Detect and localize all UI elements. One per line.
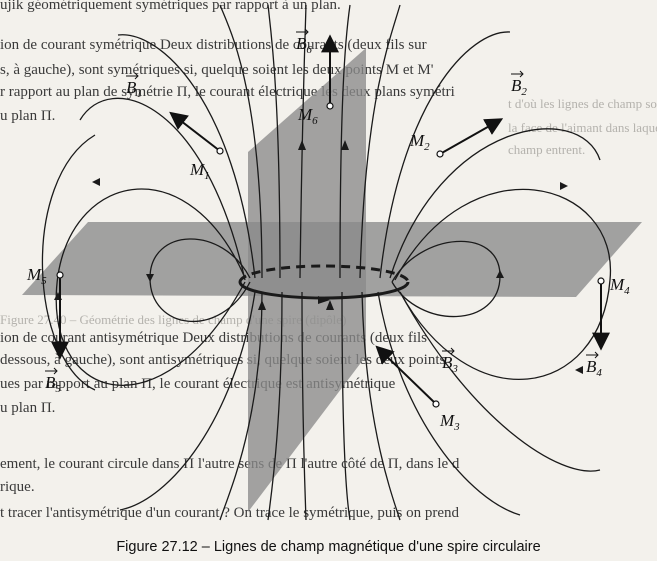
point-M3 — [432, 400, 440, 408]
background-text-line-8: u plan Π. — [0, 400, 56, 416]
field-line — [79, 97, 246, 281]
field-line — [267, 4, 281, 279]
field-line — [379, 31, 511, 279]
background-text-line-4: u plan Π. — [0, 108, 56, 124]
background-text-line-10: rique. — [0, 479, 35, 495]
field-line — [299, 4, 307, 279]
point-M1 — [216, 147, 224, 155]
point-M4 — [597, 277, 605, 285]
vector-B1 — [169, 111, 221, 152]
ghost-text-1: t d'où les lignes de champ sortent — [508, 96, 657, 111]
ghost-text-2: la face de l'aimant dans laquelle — [508, 120, 657, 135]
field-line — [359, 4, 401, 279]
label-M5: M5 — [26, 265, 47, 287]
field-line — [119, 291, 256, 511]
vector-B2 — [439, 118, 504, 155]
point-M2 — [436, 150, 444, 158]
field-line — [219, 4, 263, 279]
label-M1: M1 — [189, 160, 210, 182]
current-loop-front — [238, 281, 410, 300]
field-line — [267, 291, 283, 521]
label-B5: B5 — [45, 373, 61, 395]
label-M2: M2 — [409, 131, 430, 153]
vector-labels: B1 B2 B3 B4 B5 B6 — [45, 28, 602, 395]
field-line — [301, 291, 307, 521]
label-B3: B3 — [442, 353, 458, 375]
label-B1: B1 — [126, 78, 142, 100]
field-line — [339, 4, 351, 279]
background-text-line-11: t tracer l'antisymétrique d'un courant ?… — [0, 505, 460, 521]
field-line — [219, 291, 263, 521]
point-M6 — [326, 102, 334, 110]
label-B2: B2 — [511, 76, 527, 98]
background-text-top: ujik géométriquement symétriques par rap… — [0, 0, 341, 13]
vector-B3 — [375, 345, 437, 405]
label-B4: B4 — [586, 357, 602, 379]
field-line — [341, 291, 351, 521]
field-line — [377, 291, 521, 516]
field-direction-arrows — [54, 140, 583, 374]
current-direction-arrow — [318, 296, 330, 304]
figure-caption: Figure 27.12 – Lignes de champ magnétiqu… — [116, 539, 541, 555]
field-line — [361, 291, 401, 521]
field-line — [399, 291, 601, 472]
background-text-line-2: s, à gauche), sont symétriques si, quelq… — [0, 62, 434, 78]
point-M5 — [56, 271, 64, 279]
ghost-text-3: champ entrent. — [508, 142, 586, 157]
label-B6: B6 — [296, 34, 312, 56]
vertical-plane — [248, 48, 366, 512]
field-line — [41, 134, 96, 391]
label-M3: M3 — [439, 411, 460, 433]
label-M4: M4 — [609, 275, 630, 297]
field-line — [394, 188, 612, 380]
field-line — [389, 128, 601, 279]
background-text-line-1: ion de courant symétrique Deux distribut… — [0, 37, 427, 53]
label-M6: M6 — [297, 105, 318, 127]
field-line — [117, 34, 256, 279]
